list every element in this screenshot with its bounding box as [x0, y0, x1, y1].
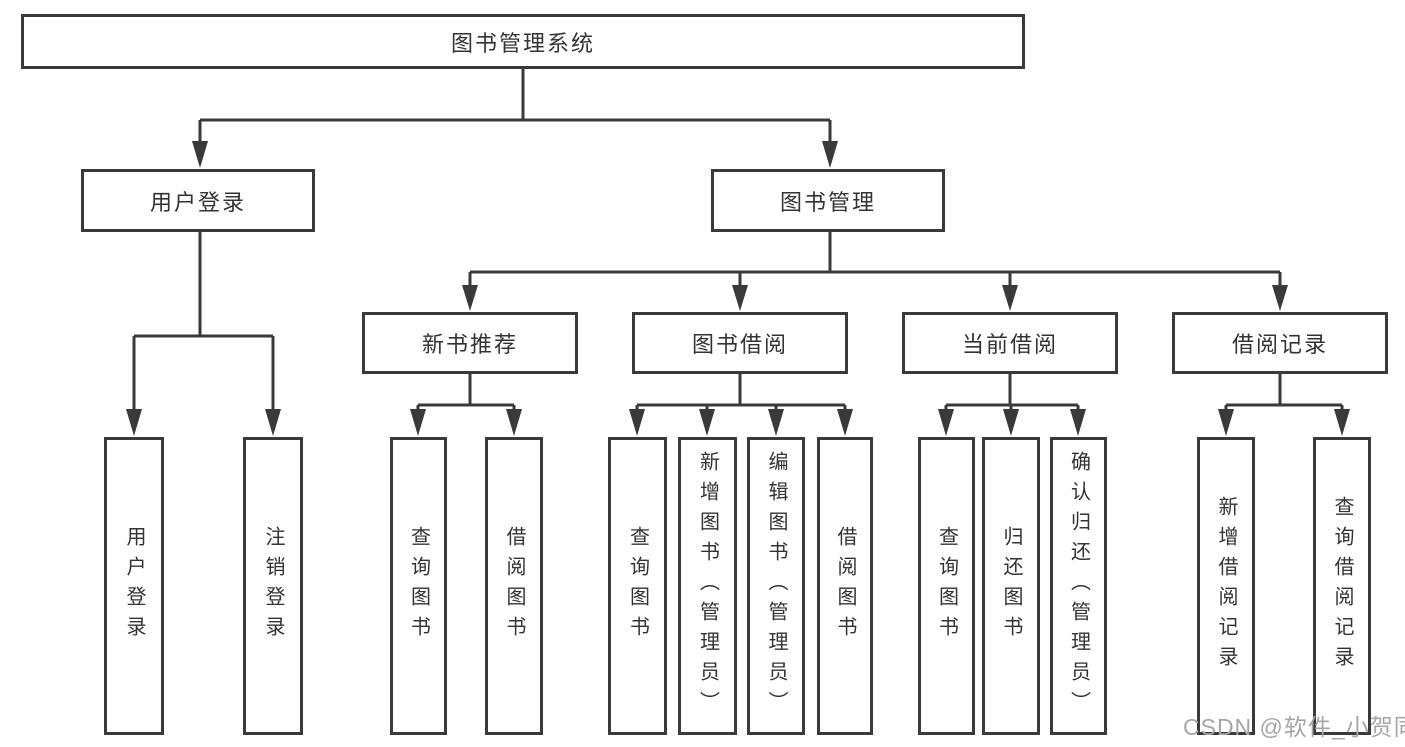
node-book-borrow: 图书借阅 [632, 312, 848, 374]
leaf-add-books-admin-label: 新增图书（管理员） [696, 451, 719, 721]
node-root: 图书管理系统 [21, 14, 1025, 69]
leaf-query-books-2: 查询图书 [608, 437, 667, 735]
leaf-borrow-books-2: 借阅图书 [817, 437, 873, 735]
leaf-query-books-1-label: 查询图书 [407, 526, 430, 646]
leaf-query-books-1: 查询图书 [390, 437, 447, 735]
leaf-query-borrow-record: 查询借阅记录 [1313, 437, 1371, 735]
node-borrow-records-label: 借阅记录 [1231, 332, 1328, 357]
leaf-logout-label: 注销登录 [262, 526, 284, 646]
node-user-login-label: 用户登录 [149, 189, 246, 215]
leaf-confirm-return-admin-label: 确认归还（管理员） [1067, 451, 1090, 721]
leaf-query-books-3-label: 查询图书 [935, 526, 958, 646]
leaf-logout: 注销登录 [243, 437, 303, 735]
node-root-label: 图书管理系统 [450, 30, 595, 56]
node-borrow-records: 借阅记录 [1172, 312, 1388, 374]
node-book-mgmt: 图书管理 [711, 169, 945, 232]
leaf-query-books-2-label: 查询图书 [626, 526, 649, 646]
leaf-borrow-books-2-label: 借阅图书 [834, 526, 856, 646]
leaf-query-borrow-record-label: 查询借阅记录 [1331, 496, 1353, 676]
leaf-add-borrow-record: 新增借阅记录 [1197, 437, 1255, 735]
node-new-books-label: 新书推荐 [421, 332, 518, 357]
leaf-confirm-return-admin: 确认归还（管理员） [1050, 437, 1107, 735]
leaf-add-books-admin: 新增图书（管理员） [678, 437, 737, 735]
leaf-borrow-books-1: 借阅图书 [485, 437, 543, 735]
node-book-mgmt-label: 图书管理 [779, 189, 876, 215]
node-current-borrow: 当前借阅 [902, 312, 1118, 374]
leaf-return-books: 归还图书 [982, 437, 1040, 735]
leaf-add-borrow-record-label: 新增借阅记录 [1215, 496, 1237, 676]
leaf-edit-books-admin: 编辑图书（管理员） [747, 437, 805, 735]
leaf-query-books-3: 查询图书 [918, 437, 975, 735]
node-user-login: 用户登录 [81, 169, 315, 232]
csdn-watermark: CSDN @软件_小贺同学 [1183, 714, 1405, 740]
leaf-user-login: 用户登录 [104, 437, 164, 735]
leaf-user-login-label: 用户登录 [123, 526, 145, 646]
leaf-return-books-label: 归还图书 [1000, 526, 1022, 646]
leaf-edit-books-admin-label: 编辑图书（管理员） [765, 451, 787, 721]
node-book-borrow-label: 图书借阅 [691, 332, 788, 357]
node-new-books: 新书推荐 [362, 312, 578, 374]
node-current-borrow-label: 当前借阅 [961, 332, 1058, 357]
leaf-borrow-books-1-label: 借阅图书 [503, 526, 525, 646]
